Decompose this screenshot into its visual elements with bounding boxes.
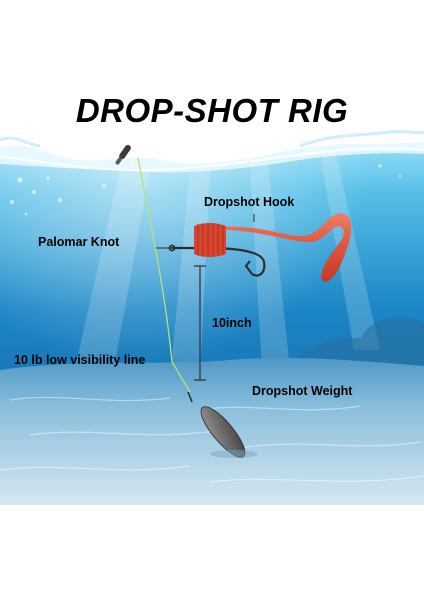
line-label: 10 lb low visibility line — [14, 353, 146, 367]
weight-shadow — [210, 450, 258, 458]
sand-ripples — [0, 396, 424, 483]
fishing-line — [137, 157, 191, 393]
underwater-scene — [0, 130, 424, 505]
distance-label: 10inch — [212, 316, 252, 330]
palomar-knot-label: Palomar Knot — [38, 235, 120, 249]
water-surface — [0, 130, 424, 216]
measurement-bracket — [194, 265, 206, 381]
dropshot-hook-label: Dropshot Hook — [204, 195, 295, 209]
page-title: DROP-SHOT RIG — [75, 92, 349, 129]
dropshot-weight-label: Dropshot Weight — [252, 384, 353, 398]
worm-lure — [194, 213, 352, 282]
swivel — [115, 144, 131, 165]
